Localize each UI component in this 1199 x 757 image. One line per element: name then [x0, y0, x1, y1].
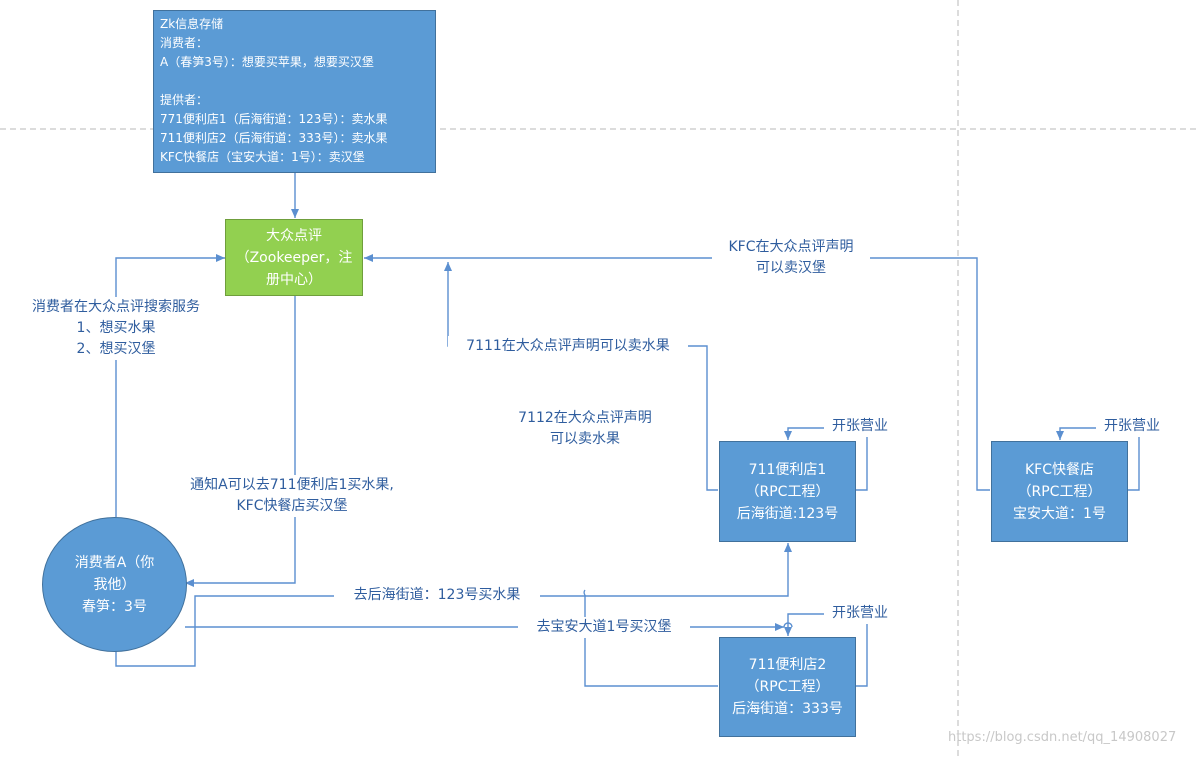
zk-info-box: Zk信息存储 消费者： A（春笋3号）：想要买苹果，想要买汉堡 提供者： 771…	[153, 10, 436, 173]
label-store2-declare: 7112在大众点评声明 可以卖水果	[502, 408, 668, 450]
zk-info-line: 711便利店2（后海街道：333号）：卖水果	[160, 131, 388, 145]
label-open-kfc: 开张营业	[1096, 416, 1168, 437]
connector-store1-declare	[444, 262, 718, 491]
registry-line: 大众点评	[266, 227, 322, 244]
label-line: KFC在大众点评声明	[728, 239, 854, 255]
label-line: 开张营业	[1104, 418, 1160, 434]
kfc-line: KFC快餐店	[1024, 461, 1094, 478]
label-line: 去后海街道：123号买水果	[353, 587, 521, 603]
registry-node[interactable]: 大众点评 （Zookeeper，注 册中心）	[225, 219, 363, 296]
label-line: 消费者在大众点评搜索服务	[32, 299, 200, 315]
store2-line: 后海街道：333号	[732, 701, 843, 717]
zk-info-line	[160, 72, 429, 91]
label-line: 开张营业	[832, 605, 888, 621]
store1-line: 后海街道:123号	[736, 505, 839, 522]
store2-line: 711便利店2	[748, 657, 827, 673]
label-consumer-search: 消费者在大众点评搜索服务 1、想买水果 2、想买汉堡	[8, 297, 224, 360]
label-go-store1: 去后海街道：123号买水果	[334, 585, 540, 606]
store2-node[interactable]: 711便利店2 （RPC工程） 后海街道：333号	[719, 637, 856, 737]
label-open-store2: 开张营业	[824, 603, 896, 624]
registry-line: 册中心）	[266, 271, 322, 288]
label-line: 去宝安大道1号买汉堡	[536, 619, 672, 635]
connector-go-kfc-hop	[783, 622, 793, 628]
label-line: 7112在大众点评声明	[518, 410, 652, 426]
watermark: https://blog.csdn.net/qq_14908027	[948, 730, 1177, 745]
store1-line: 711便利店1	[748, 461, 827, 478]
consumer-line: 春笋：3号	[82, 598, 147, 615]
label-line: 通知A可以去711便利店1买水果,	[190, 477, 394, 493]
connector-store2-declare	[584, 595, 718, 687]
connector-go-store1	[115, 543, 792, 667]
label-line: KFC快餐店买汉堡	[236, 498, 348, 514]
zk-info-line: A（春笋3号）：想要买苹果，想要买汉堡	[160, 55, 374, 69]
label-kfc-declare: KFC在大众点评声明 可以卖汉堡	[712, 237, 870, 279]
label-line: 可以卖汉堡	[756, 260, 826, 276]
zk-info-line: 消费者：	[160, 36, 209, 50]
label-go-kfc: 去宝安大道1号买汉堡	[518, 617, 690, 638]
kfc-line: 宝安大道：1号	[1013, 505, 1106, 522]
label-line: 7111在大众点评声明可以卖水果	[466, 338, 670, 354]
kfc-node[interactable]: KFC快餐店 （RPC工程） 宝安大道：1号	[991, 441, 1128, 542]
label-notify: 通知A可以去711便利店1买水果, KFC快餐店买汉堡	[166, 475, 418, 517]
zk-info-line: 771便利店1（后海街道：123号）：卖水果	[160, 112, 388, 126]
connector-consumer-search	[115, 254, 225, 517]
label-line: 可以卖水果	[550, 431, 620, 447]
connector-store2-hop	[583, 589, 586, 596]
consumer-line: 消费者A（你	[74, 554, 155, 571]
label-line: 2、想买汉堡	[76, 341, 156, 357]
zk-info-line: 提供者：	[160, 93, 209, 107]
store2-line: （RPC工程）	[745, 679, 830, 695]
zk-info-line: Zk信息存储	[160, 17, 224, 31]
label-open-store1: 开张营业	[824, 416, 896, 437]
zk-info-line: KFC快餐店（宝安大道：1号）：卖汉堡	[160, 150, 365, 164]
consumer-node[interactable]: 消费者A（你 我他） 春笋：3号	[42, 517, 187, 652]
store1-node[interactable]: 711便利店1 （RPC工程） 后海街道:123号	[719, 441, 856, 542]
consumer-line: 我他）	[93, 576, 136, 593]
connector-registry-notify	[185, 296, 296, 587]
connector-kfc-declare	[364, 254, 990, 491]
store1-line: （RPC工程）	[745, 483, 830, 500]
registry-line: （Zookeeper，注	[235, 249, 353, 266]
label-store1-declare: 7111在大众点评声明可以卖水果	[448, 336, 688, 357]
label-line: 开张营业	[832, 418, 888, 434]
kfc-line: （RPC工程）	[1017, 483, 1102, 500]
label-line: 1、想买水果	[76, 320, 156, 336]
